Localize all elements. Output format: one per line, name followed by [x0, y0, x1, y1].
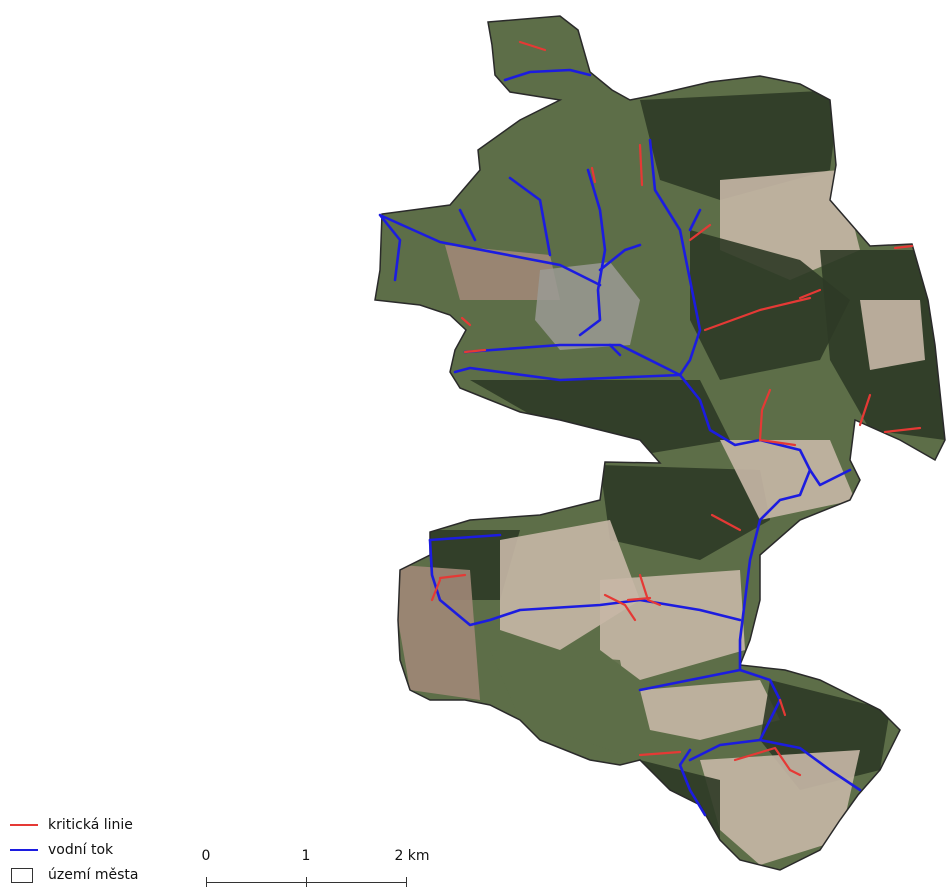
watercourse-line — [463, 343, 682, 377]
land-cover-patch — [640, 680, 780, 740]
critical-line — [603, 593, 637, 622]
critical-line — [893, 244, 914, 250]
land-cover-patch — [690, 230, 850, 380]
watercourse-line — [428, 533, 502, 542]
critical-line — [438, 573, 467, 580]
critical-line — [883, 426, 922, 434]
watercourse-line — [808, 468, 852, 487]
scale-tick — [206, 877, 207, 887]
critical-line-swatch-icon — [8, 815, 40, 835]
land-cover-patch — [600, 465, 770, 560]
scale-label-1: 1 — [301, 848, 311, 864]
watercourse-line — [453, 366, 682, 382]
critical-line — [638, 750, 682, 757]
critical-line — [590, 166, 597, 184]
land-cover-patch — [760, 540, 850, 650]
land-cover-patch — [860, 300, 925, 370]
land-cover-patch — [640, 90, 840, 200]
legend-item-critical-line: kritická linie — [8, 812, 138, 837]
legend-label: kritická linie — [48, 816, 133, 833]
legend-label: území města — [48, 866, 139, 883]
critical-line — [518, 40, 547, 52]
watercourse-line — [678, 373, 812, 672]
territory-group — [374, 15, 946, 871]
village-built-up-area — [535, 262, 640, 350]
watercourse-line — [508, 176, 552, 257]
scale-bar: 0 1 2 km — [200, 848, 430, 888]
land-cover-patch — [470, 380, 730, 455]
watercourse-line — [688, 208, 702, 232]
watercourse-line — [458, 208, 477, 242]
legend-item-watercourse: vodní tok — [8, 837, 138, 862]
watercourse-line — [648, 138, 702, 377]
land-cover-patch — [490, 650, 640, 760]
critical-line — [638, 573, 662, 607]
land-cover-patch — [398, 565, 480, 700]
land-cover-patch — [720, 440, 855, 520]
critical-line — [758, 388, 797, 447]
critical-line — [733, 746, 802, 777]
territory-boundary — [374, 15, 946, 871]
watercourse-line — [598, 243, 642, 272]
scale-tick — [306, 877, 307, 887]
watercourse-line — [380, 214, 602, 287]
critical-line — [688, 223, 712, 242]
critical-line — [638, 143, 644, 187]
legend-item-town-territory: území města — [8, 862, 138, 887]
critical-line — [626, 596, 652, 602]
critical-line — [778, 698, 787, 717]
land-cover-patch — [600, 570, 745, 680]
map-legend: kritická linie vodní tok území města — [8, 812, 138, 887]
critical-line — [703, 296, 812, 332]
watercourse-line — [678, 748, 707, 817]
legend-label: vodní tok — [48, 841, 114, 858]
scale-label-0: 0 — [201, 848, 211, 864]
watercourse-swatch-icon — [8, 840, 40, 860]
watercourse-line — [608, 343, 622, 357]
critical-line — [430, 578, 442, 602]
watercourse-line — [378, 213, 402, 282]
critical-line — [460, 316, 472, 327]
critical-line — [463, 348, 487, 354]
scale-tick — [406, 877, 407, 887]
watercourse-line — [503, 68, 592, 82]
land-cover — [375, 16, 945, 870]
watercourse-line — [638, 668, 782, 762]
critical-line — [710, 513, 742, 532]
scale-label-2km: 2 km — [394, 848, 430, 864]
watercourse-line — [758, 738, 862, 792]
critical-line — [798, 288, 822, 300]
land-cover-patch — [700, 750, 860, 865]
critical-line — [858, 393, 872, 427]
town-territory-swatch-icon — [8, 865, 40, 885]
